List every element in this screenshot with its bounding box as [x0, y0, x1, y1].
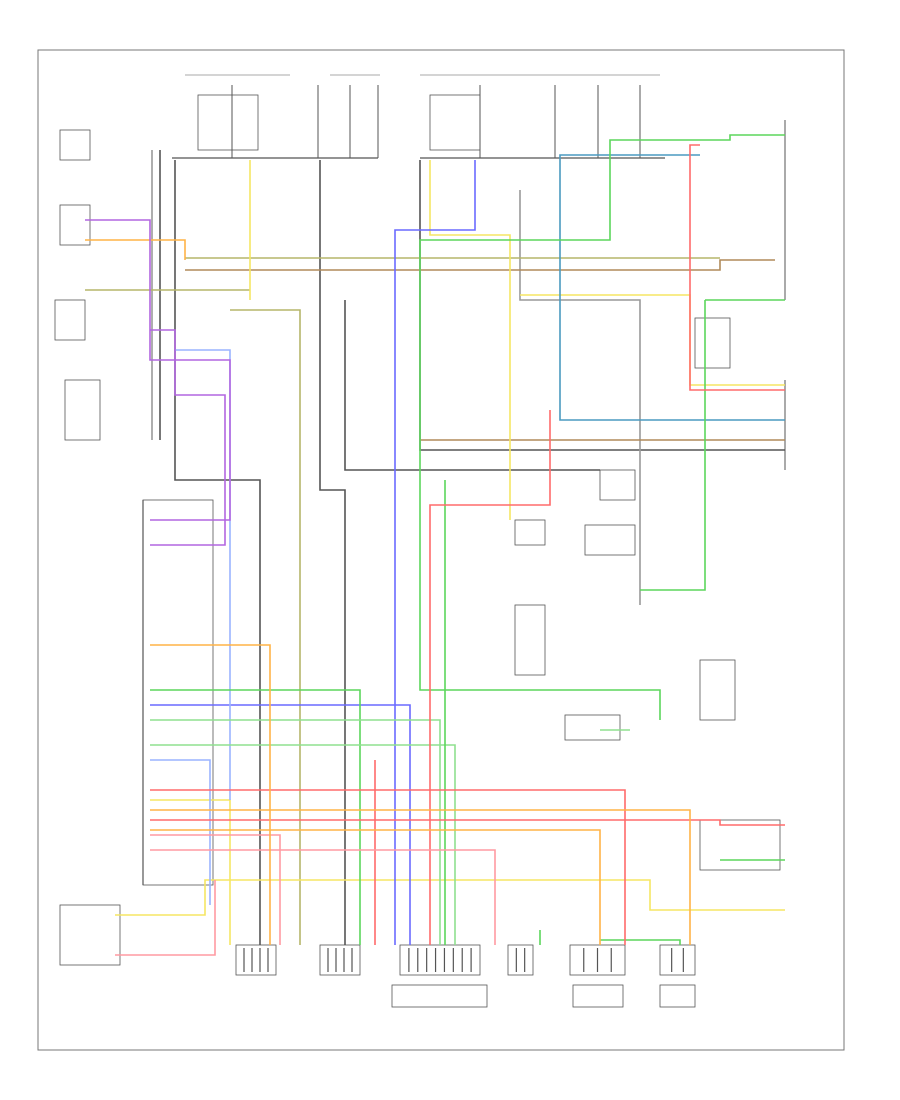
connector-pins: [243, 948, 684, 972]
connector-c2: [319, 944, 361, 976]
control-module: [142, 499, 214, 886]
connector-c4: [507, 944, 534, 976]
connector-c5: [569, 944, 626, 976]
diagram-frame: [37, 49, 845, 1051]
connector-c6: [659, 944, 696, 976]
connector-c1: [235, 944, 277, 976]
right-components: [514, 120, 786, 871]
wire-harness: [85, 134, 785, 956]
left-switches: [54, 129, 121, 966]
connector-c3: [399, 944, 481, 976]
bottom-connectors: [235, 944, 696, 1008]
fuse-bus-top: [172, 74, 665, 159]
